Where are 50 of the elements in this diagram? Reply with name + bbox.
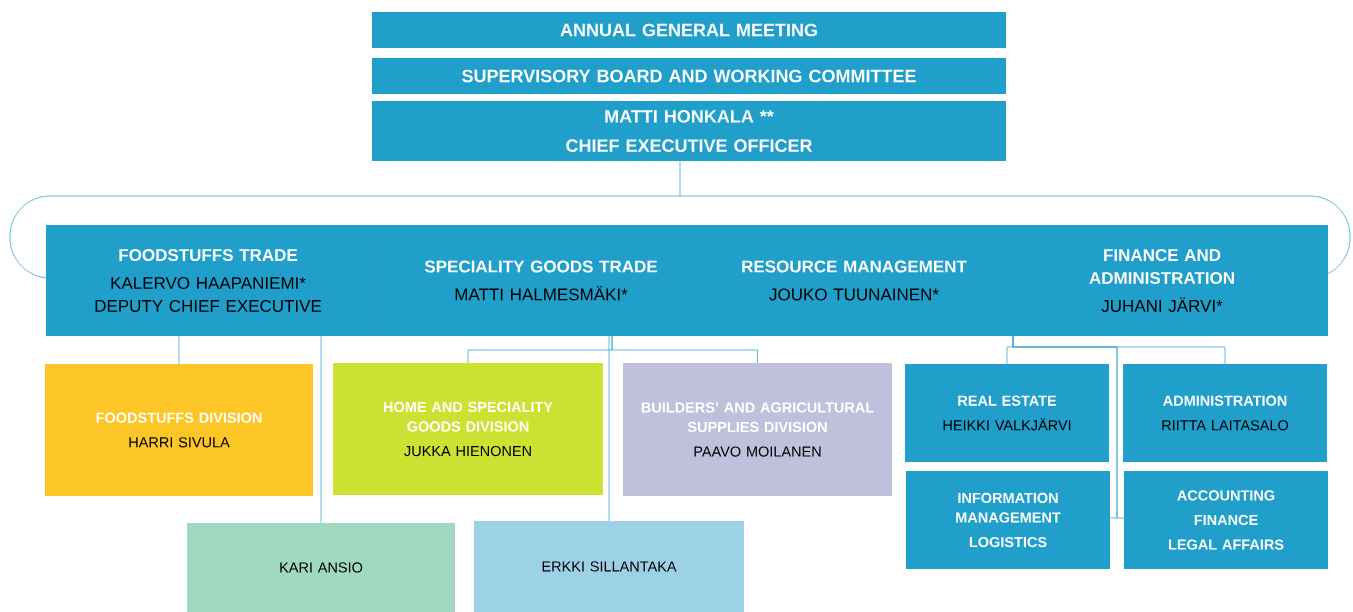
company-box [474,521,744,612]
connector-line [611,335,758,364]
heading-text: INFORMATION MANAGEMENT [956,492,1061,523]
heading-text: SUPERVISORY BOARD AND WORKING COMMITTEE [462,69,916,83]
header-box [372,58,1006,94]
name-text: KARI ANSIO [280,562,363,573]
heading-text: ACCOUNTING [1177,490,1275,501]
connector-line [320,335,322,524]
heading-text: LEGAL AFFAIRS [1169,539,1284,550]
division-box [623,363,892,496]
heading-text: ANNUAL GENERAL MEETING [560,23,817,37]
name-text: JUHANI JÄRVI* [1101,297,1223,312]
heading-text: SPECIALITY GOODS TRADE [424,260,657,273]
heading-text: FOODSTUFFS TRADE [119,249,298,262]
heading-text: BUILDERS’ AND AGRICULTURAL SUPPLIES DIVISION [641,402,874,433]
heading-text: FOODSTUFFS DIVISION [96,412,262,423]
heading-text: FINANCE [1194,514,1258,526]
unit-box [905,364,1109,462]
header-box [372,101,1006,161]
heading-text: RESOURCE MANAGEMENT [742,260,967,273]
connector-line [178,335,180,365]
heading-text: REAL ESTATE [958,395,1057,406]
heading-text: HOME AND SPECIALITY GOODS DIVISION [384,401,553,432]
name-text: JOUKO TUUNAINEN* [769,288,939,301]
name-text: HEIKKI VALKJÄRVI [943,418,1071,431]
heading-text: ADMINISTRATION [1163,395,1287,406]
unit-box [1123,364,1327,462]
division-box [333,363,603,495]
heading-text: CHIEF EXECUTIVE OFFICER [566,139,813,152]
name-text: RIITTA LAITASALO [1162,420,1289,431]
heading-text: LOGISTICS [969,536,1047,548]
band-section [996,225,1328,336]
division-box [45,364,313,496]
unit-box [1124,471,1328,569]
connector-line [608,335,610,522]
connector-line [679,160,681,196]
company-box [187,523,455,612]
band-section [370,225,712,336]
band-section [712,225,996,336]
name-text: HARRI SIVULA [129,437,230,448]
band-section [46,225,370,336]
header-box [372,12,1006,48]
name-text: ERKKI SILLANTAKA [542,561,677,572]
heading-text: MATTI HONKALA ** [605,110,774,123]
heading-text: FINANCE AND ADMINISTRATION [1089,249,1234,284]
name-text: KALERVO HAAPANIEMI* DEPUTY CHIEF EXECUTIVE [95,276,322,312]
name-text: MATTI HALMESMÄKI* [455,286,628,301]
name-text: JUKKA HIENONEN [404,445,531,457]
name-text: PAAVO MOILANEN [694,446,821,457]
unit-box [906,471,1110,569]
